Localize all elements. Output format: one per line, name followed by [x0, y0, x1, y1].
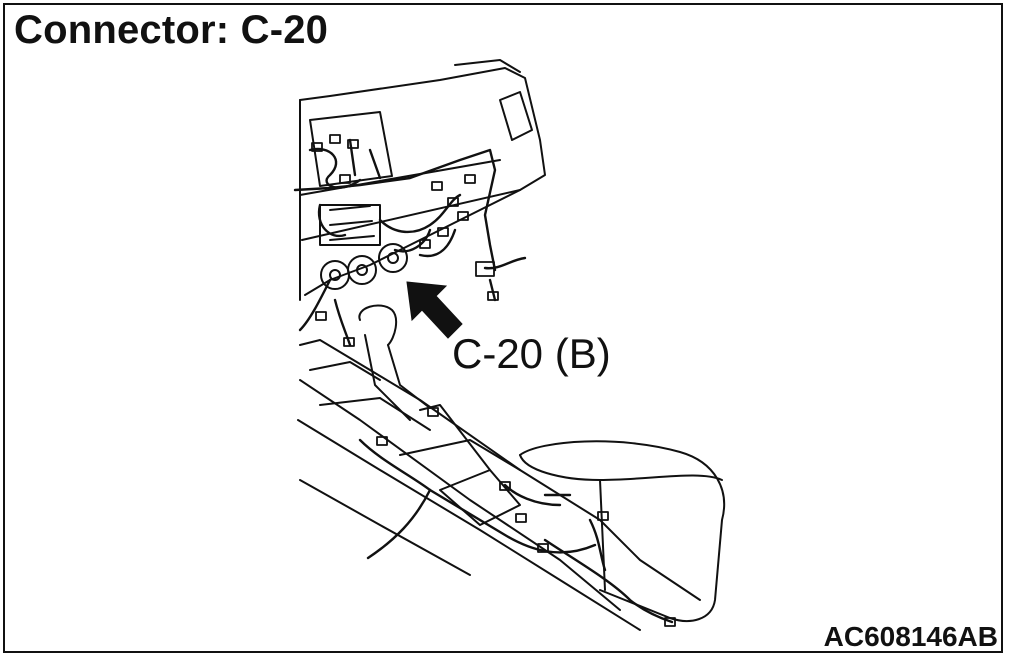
armrest [519, 440, 726, 622]
figure-id: AC608146AB [823, 621, 998, 652]
wiring-harness [293, 138, 674, 624]
diagram-title: Connector: C-20 [14, 8, 329, 52]
callout-arrow [406, 281, 463, 339]
center-stack-controls [319, 204, 408, 290]
connector-callout-label: C-20 (B) [452, 330, 611, 377]
gear-shifter [358, 304, 431, 421]
connectors [311, 134, 676, 627]
dashboard-outline [299, 59, 546, 301]
center-console [297, 339, 701, 631]
